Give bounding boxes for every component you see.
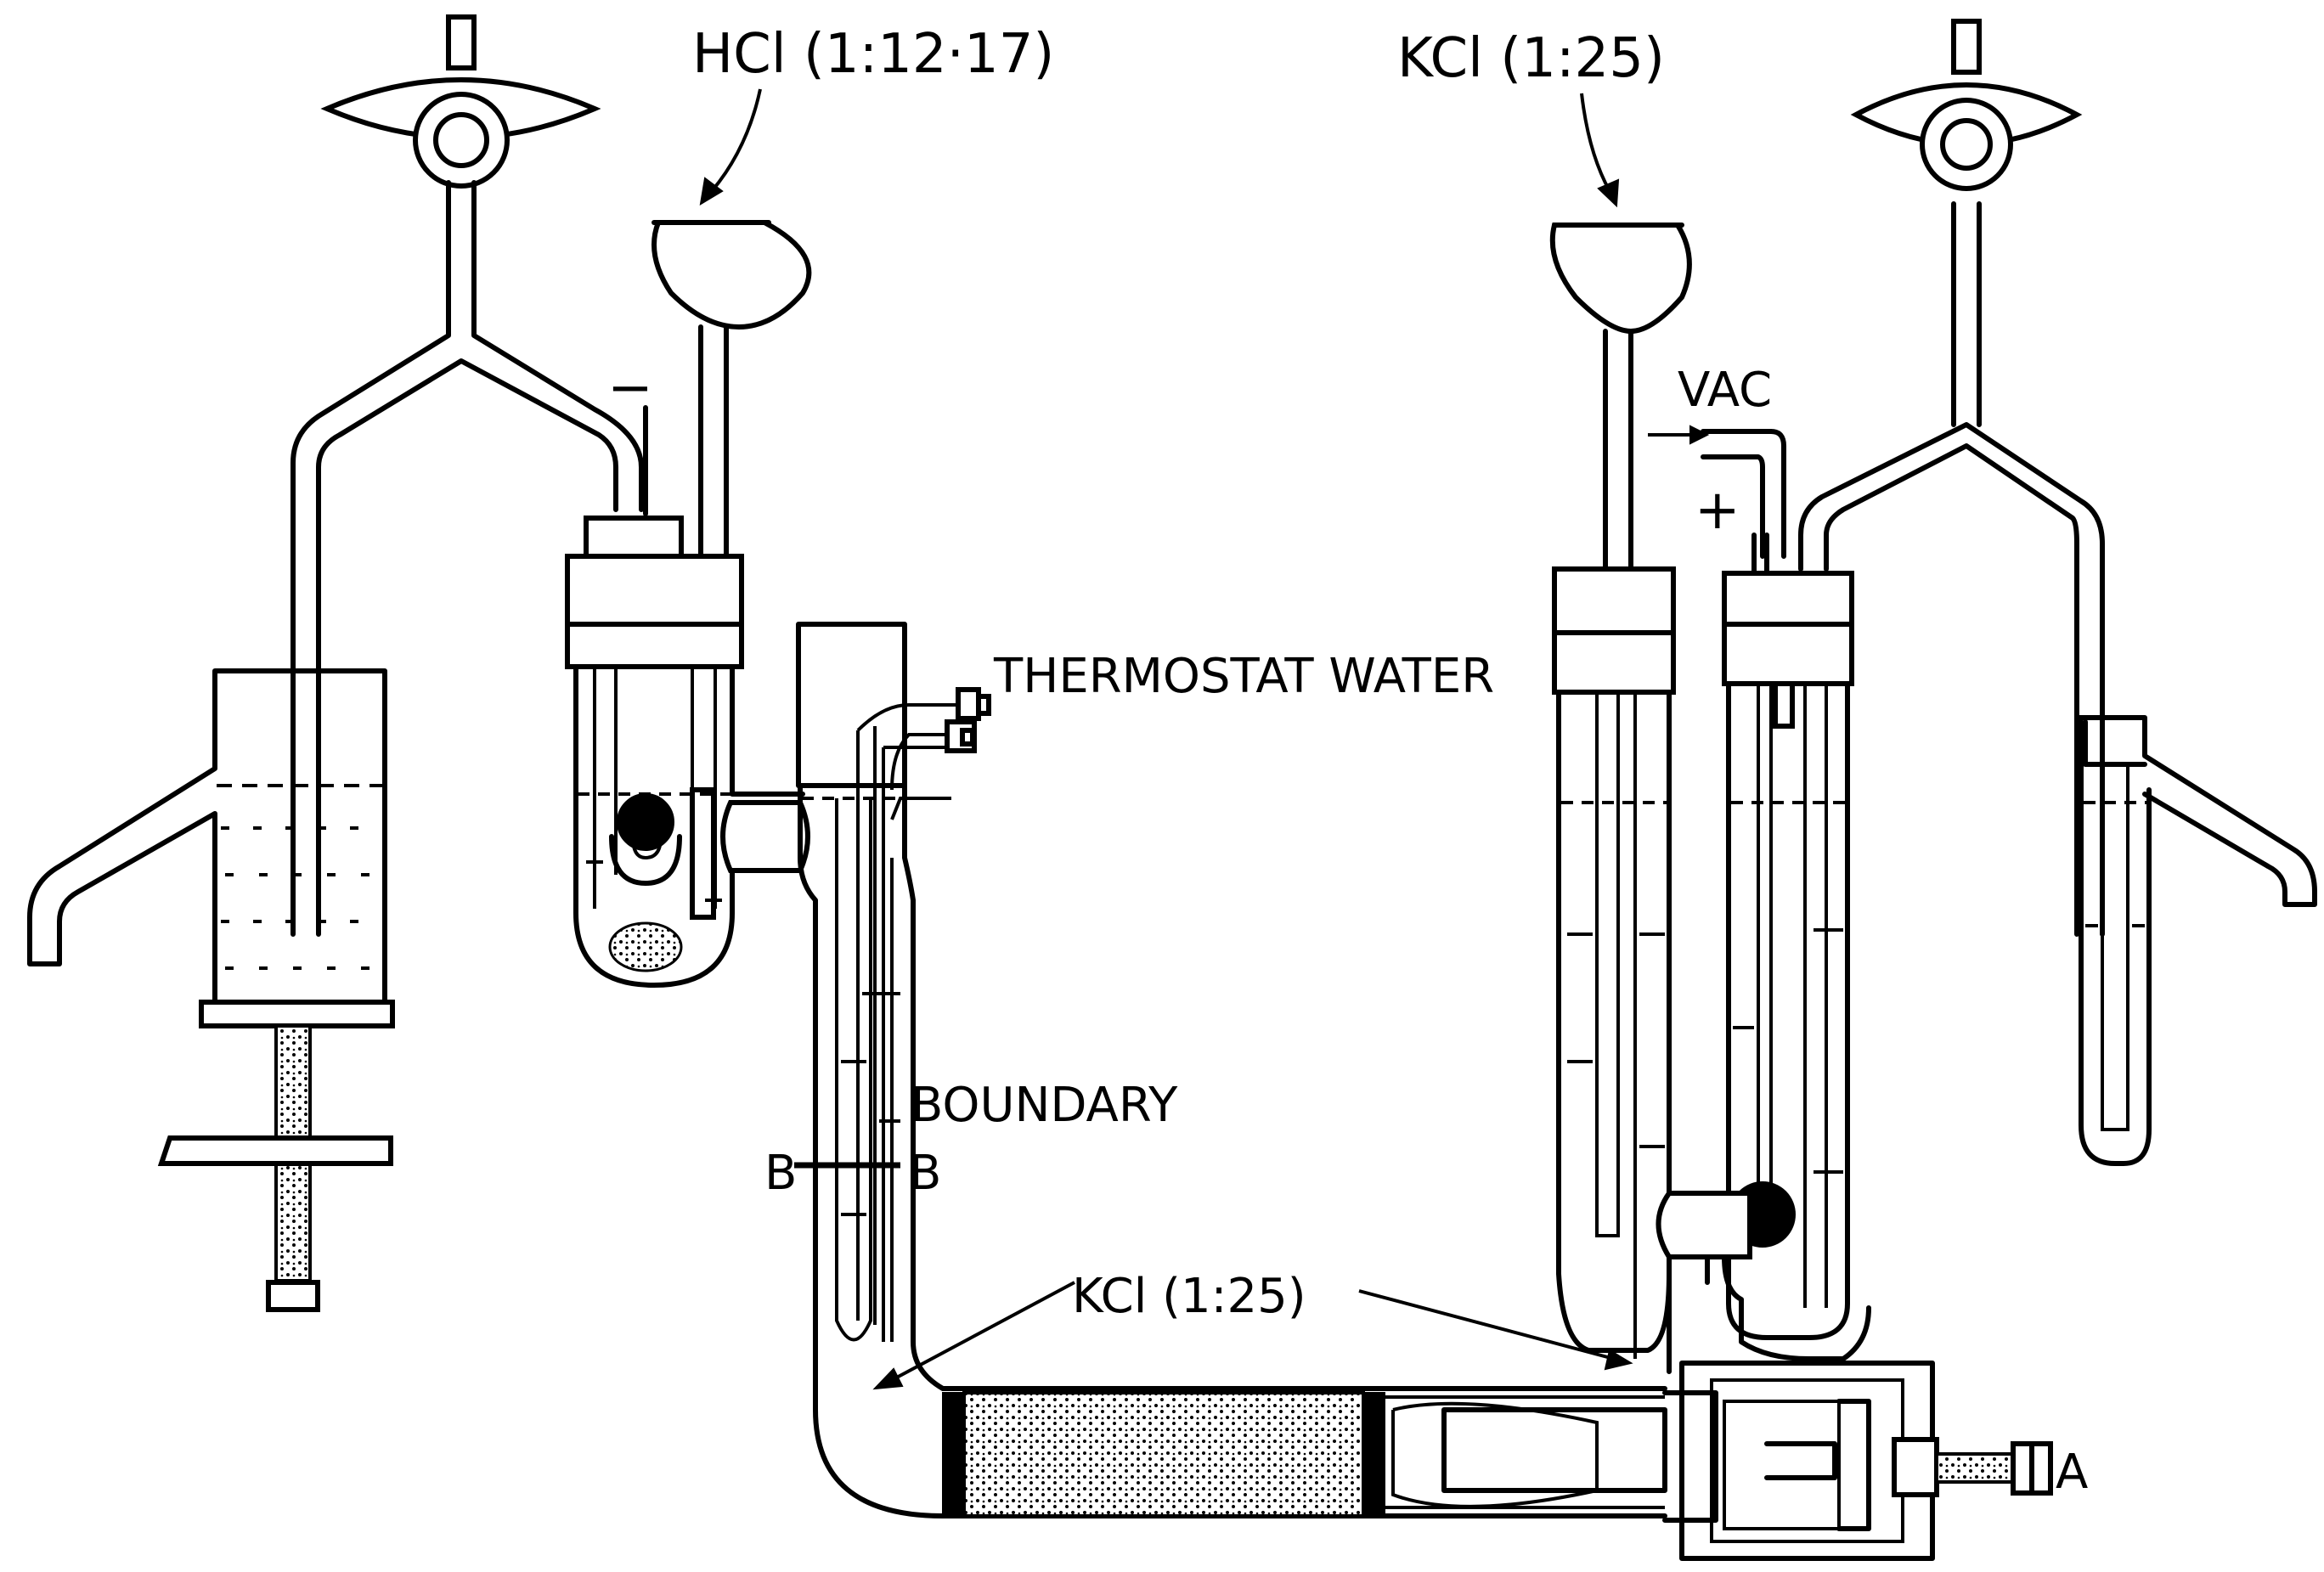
kcl-funnel <box>1549 223 1692 572</box>
left-beaker-liquid <box>217 784 383 970</box>
right-reservoir <box>1850 19 2317 1166</box>
horizontal-frit-tube <box>940 1361 2053 1561</box>
label-boundary: BOUNDARY <box>911 1078 1178 1133</box>
label-kcl-bottom: KCl (1:25) <box>1072 1269 1306 1324</box>
label-cathode-minus: − <box>607 357 653 420</box>
label-a: A <box>2056 1445 2088 1500</box>
frit-end-left <box>942 1392 965 1517</box>
left-stopcock <box>320 14 601 194</box>
label-hcl-concentration: HCl (1:12·17) <box>692 23 1054 86</box>
label-kcl-top: KCl (1:25) <box>1397 27 1665 90</box>
transference-tube <box>794 622 1022 1518</box>
hcl-funnel <box>652 220 812 567</box>
left-reservoir <box>27 14 644 1312</box>
label-anode-plus: + <box>1695 479 1740 542</box>
porous-frit <box>962 1391 1365 1518</box>
cathode-liquid <box>578 792 730 902</box>
anode-vessels <box>1549 201 2105 1374</box>
label-arrows <box>699 88 1633 1390</box>
label-vac: VAC <box>1678 363 1772 418</box>
adjusting-screw-a <box>1935 1441 2053 1496</box>
left-y-tube <box>290 184 644 937</box>
right-reservoir-liquid <box>2084 801 2146 927</box>
label-b-left: B <box>764 1146 797 1201</box>
cathode-vessel <box>565 220 812 988</box>
right-stopcock <box>1850 19 2083 191</box>
left-beaker <box>27 668 387 1005</box>
anode-left-liquid <box>1561 801 1667 1148</box>
anode-right-liquid <box>1731 801 1845 1174</box>
frit-end-right <box>1362 1392 1385 1517</box>
label-b-right: B <box>909 1146 941 1201</box>
left-clamp-screw <box>157 1024 393 1312</box>
transference-liquid <box>802 797 903 1216</box>
label-thermostat-water: THERMOSTAT WATER <box>993 649 1494 704</box>
